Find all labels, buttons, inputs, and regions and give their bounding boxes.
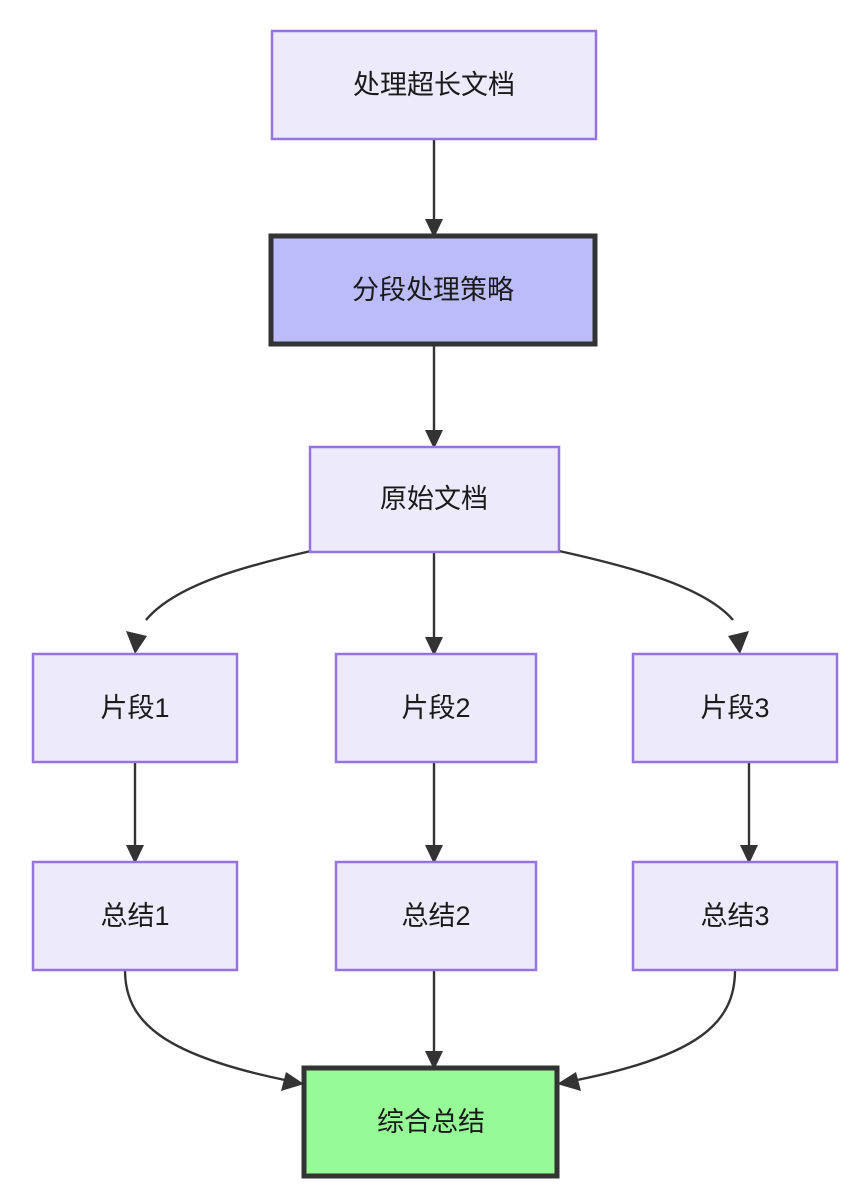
edge-summary-2-to-final-summary xyxy=(425,970,443,1070)
edge-source-doc-to-chunk-2 xyxy=(425,552,443,656)
edge-summary-3-to-final-summary xyxy=(557,969,737,1091)
node-strategy-shape xyxy=(268,233,598,347)
edge-layer xyxy=(123,139,758,1091)
node-layer: 处理超长文档 分段处理策略 原始文档 片段1 片段2 xyxy=(31,29,839,1179)
node-summary-2-shape xyxy=(334,860,538,972)
node-chunk-2-shape xyxy=(334,652,538,764)
edge-chunk-1-to-summary-1 xyxy=(126,762,144,864)
node-doc-root-label: 处理超长文档 xyxy=(353,70,515,100)
node-chunk-3-shape xyxy=(631,652,839,764)
node-summary-3-shape xyxy=(631,860,839,972)
node-summary-3[interactable]: 总结3 xyxy=(631,860,839,972)
node-summary-3-label: 总结3 xyxy=(700,901,769,931)
node-summary-1-label: 总结1 xyxy=(100,901,169,931)
node-final-summary[interactable]: 综合总结 xyxy=(301,1065,560,1179)
edge-summary-1-to-final-summary xyxy=(123,969,304,1091)
edge-chunk-3-to-summary-3 xyxy=(740,762,758,864)
node-strategy-label: 分段处理策略 xyxy=(352,275,514,305)
node-strategy[interactable]: 分段处理策略 xyxy=(268,233,598,347)
node-source-doc[interactable]: 原始文档 xyxy=(308,445,561,554)
node-source-doc-shape xyxy=(308,445,561,554)
node-chunk-2[interactable]: 片段2 xyxy=(334,652,538,764)
edge-strategy-to-source-doc xyxy=(425,344,443,449)
node-doc-root[interactable]: 处理超长文档 xyxy=(270,29,598,141)
node-source-doc-label: 原始文档 xyxy=(380,484,488,514)
edge-doc-root-to-strategy xyxy=(425,139,443,238)
node-chunk-3-label: 片段3 xyxy=(700,693,769,723)
node-chunk-3[interactable]: 片段3 xyxy=(631,652,839,764)
node-summary-2-label: 总结2 xyxy=(401,901,470,931)
node-summary-1[interactable]: 总结1 xyxy=(31,860,239,972)
node-chunk-1[interactable]: 片段1 xyxy=(31,652,239,764)
node-chunk-1-shape xyxy=(31,652,239,764)
edge-chunk-2-to-summary-2 xyxy=(425,762,443,864)
node-chunk-1-label: 片段1 xyxy=(100,693,169,723)
node-doc-root-shape xyxy=(270,29,598,141)
edge-source-doc-to-chunk-3 xyxy=(558,549,749,654)
edge-source-doc-to-chunk-1 xyxy=(126,549,312,654)
node-final-summary-shape xyxy=(301,1065,560,1179)
node-summary-2[interactable]: 总结2 xyxy=(334,860,538,972)
node-summary-1-shape xyxy=(31,860,239,972)
node-final-summary-label: 综合总结 xyxy=(377,1107,485,1137)
node-chunk-2-label: 片段2 xyxy=(401,693,470,723)
